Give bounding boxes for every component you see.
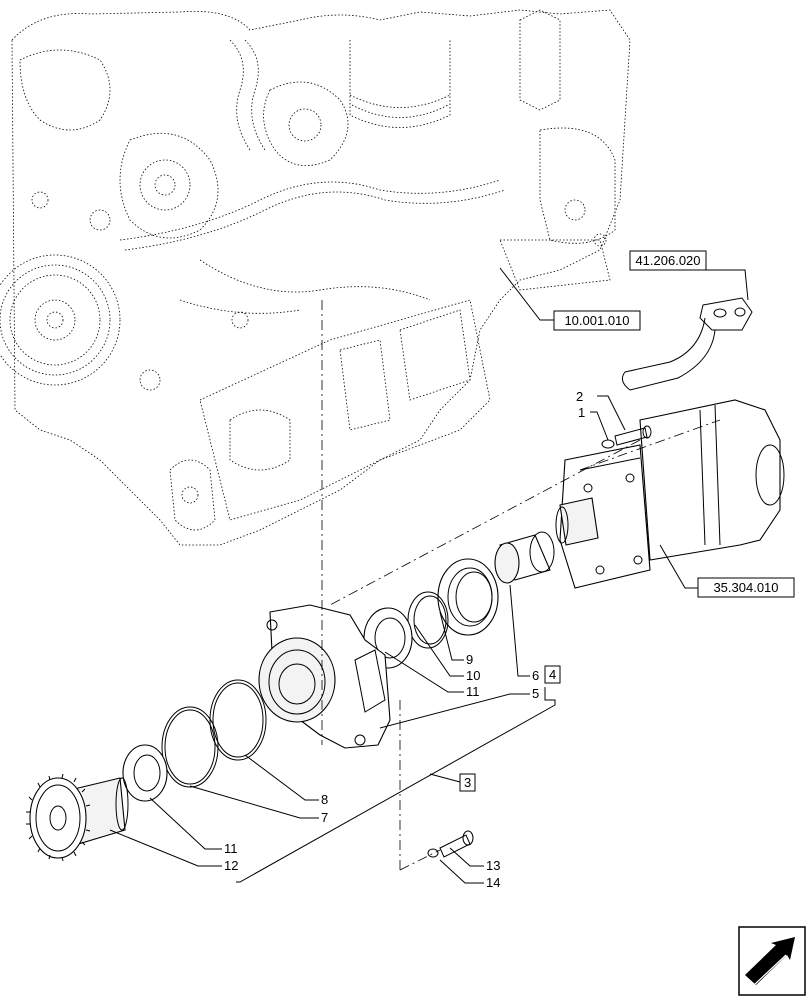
- callout-6: 6: [532, 668, 539, 683]
- pipe-illustration: [621, 297, 753, 391]
- ref-label-10001010: 10.001.010: [564, 313, 629, 328]
- callout-7: 7: [321, 810, 328, 825]
- leader-lines: [109, 267, 749, 884]
- callout-3-box: [459, 773, 476, 792]
- callout-13: 13: [486, 858, 500, 873]
- callout-1: 1: [578, 405, 585, 420]
- engine-block-illustration: [0, 9, 631, 546]
- bolt-and-washer: [427, 830, 474, 858]
- hydraulic-pump-illustration: [555, 399, 785, 589]
- callout-10: 10: [466, 668, 480, 683]
- callout-2: 2: [576, 389, 583, 404]
- adapter-housing-illustration: [258, 604, 391, 749]
- callout-11-lower: 11: [224, 841, 238, 856]
- callout-5: 5: [532, 686, 539, 701]
- callout-3: 3: [464, 775, 471, 790]
- next-page-arrow-icon[interactable]: [738, 926, 806, 996]
- callout-11-upper: 11: [466, 684, 480, 699]
- callout-9: 9: [466, 652, 473, 667]
- seal-and-ring-parts: [363, 531, 555, 669]
- callout-14: 14: [486, 875, 500, 890]
- ref-label-35304010: 35.304.010: [713, 580, 778, 595]
- ref-box-41206020[interactable]: 41.206.020: [629, 250, 707, 271]
- callout-4-box: [544, 665, 561, 684]
- callout-4: 4: [549, 667, 556, 682]
- callout-12: 12: [224, 858, 238, 873]
- o-rings-and-gear: [26, 679, 267, 862]
- callout-8: 8: [321, 792, 328, 807]
- ref-box-10001010[interactable]: 10.001.010: [553, 310, 641, 331]
- callout-labels: 2 1 9 10 11 6 4 5 3 8 7 11 12 13 14: [224, 389, 585, 890]
- center-lines: [321, 300, 721, 871]
- ref-label-41206020: 41.206.020: [635, 253, 700, 268]
- ref-box-35304010[interactable]: 35.304.010: [697, 577, 795, 598]
